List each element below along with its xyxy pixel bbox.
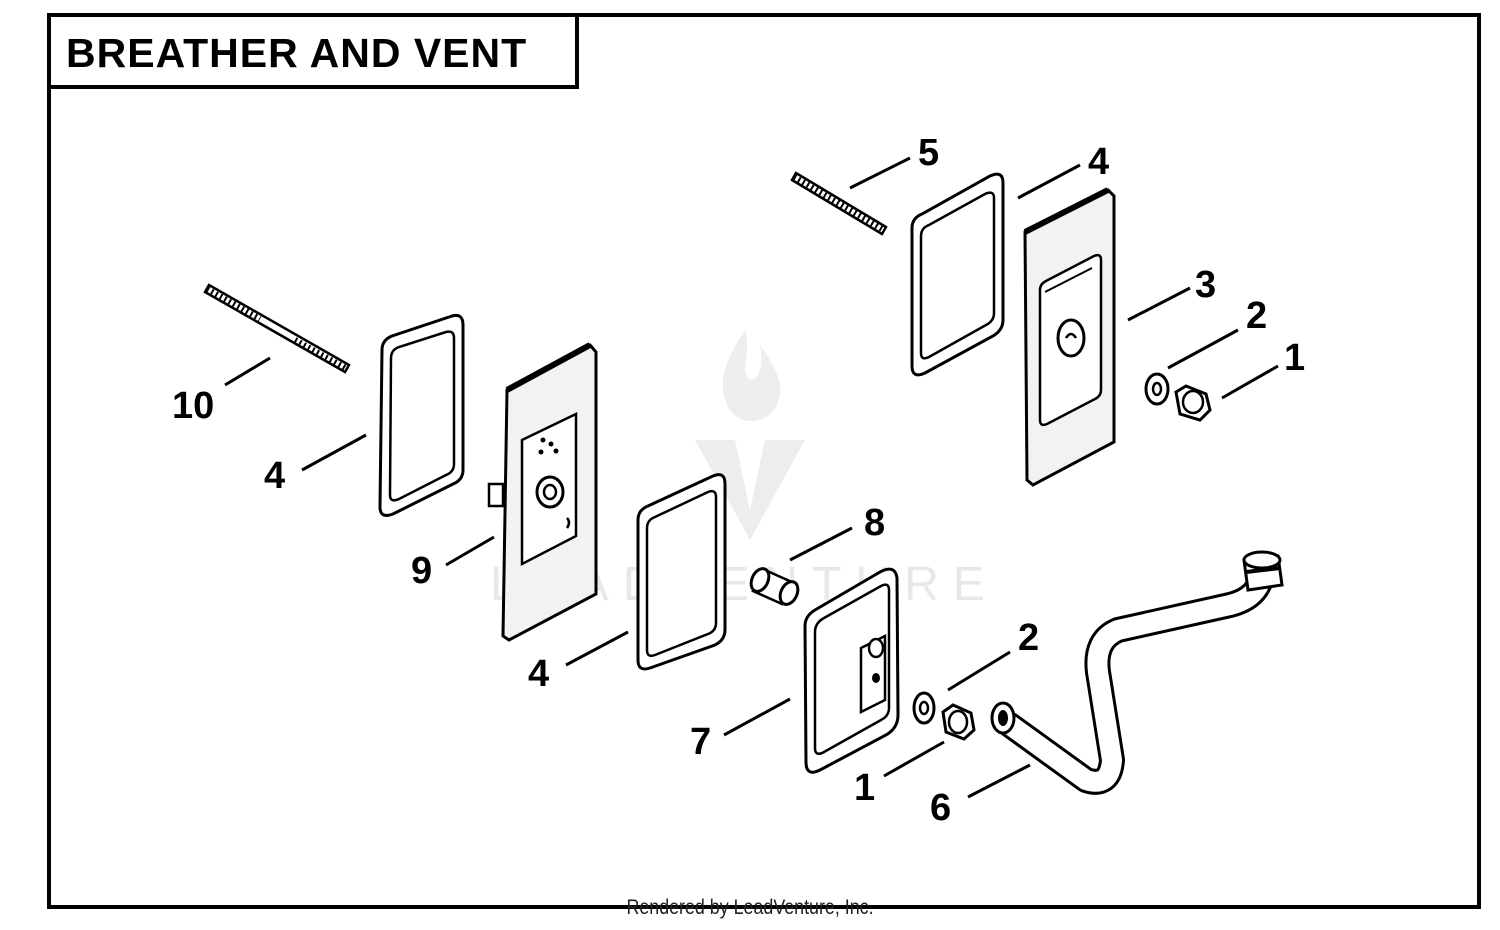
callout-1-top: 1 [1284, 337, 1305, 379]
callout-6: 6 [930, 787, 951, 829]
breather-plate-part-9 [487, 342, 598, 642]
callout-10: 10 [172, 385, 214, 427]
title-box [47, 13, 579, 89]
gasket-part-4-left [378, 313, 465, 517]
callout-7: 7 [690, 721, 711, 763]
footer-credit: Rendered by LeadVenture, Inc. [626, 896, 874, 919]
diagram-frame [47, 13, 1481, 909]
leader-lines [224, 156, 1279, 799]
stud-part-10 [203, 283, 351, 374]
callout-5: 5 [918, 132, 939, 174]
washer-part-2-top [1144, 372, 1170, 406]
vent-tube-part-6 [990, 550, 1284, 795]
callout-3: 3 [1195, 264, 1216, 306]
washer-part-2-bottom [912, 691, 936, 725]
stud-part-5 [790, 171, 888, 236]
callout-4-middle-gasket: 4 [528, 653, 549, 695]
nut-part-1-top [1174, 384, 1212, 422]
nut-part-1-bottom [941, 703, 976, 741]
callout-2-top: 2 [1246, 295, 1267, 337]
callouts: 10 4 9 4 5 4 3 2 1 8 7 2 1 6 [172, 132, 1305, 829]
vent-plate-part-7 [803, 567, 900, 774]
callout-4-top: 4 [1088, 141, 1109, 183]
callout-2-bottom: 2 [1018, 617, 1039, 659]
callout-8: 8 [864, 502, 885, 544]
gasket-part-4-top [910, 172, 1005, 377]
callout-4-left-gasket: 4 [264, 455, 285, 497]
sleeve-part-8 [749, 567, 800, 606]
breather-cover-part-3 [1023, 187, 1116, 487]
callout-1-bottom: 1 [854, 767, 875, 809]
diagram-title: BREATHER AND VENT [66, 30, 528, 76]
callout-9: 9 [411, 550, 432, 592]
gasket-part-4-middle [636, 473, 727, 671]
